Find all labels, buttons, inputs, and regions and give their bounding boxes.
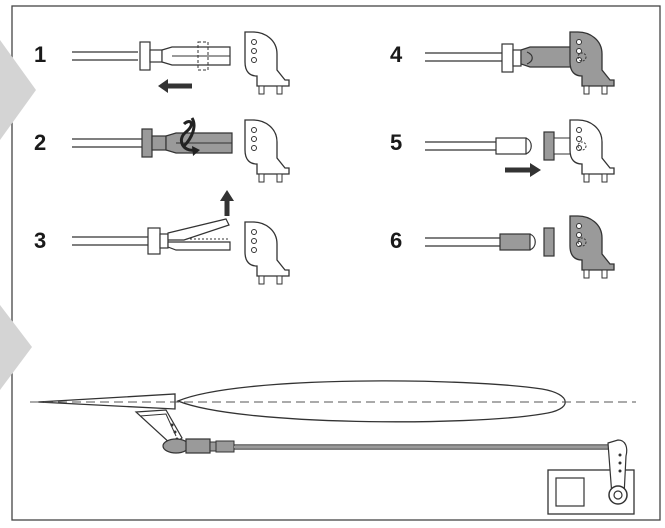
frame-border (11, 5, 661, 521)
guide-chevron-icon (0, 40, 36, 140)
step-number-4: 4 (390, 42, 403, 67)
step-5-illustration (425, 119, 615, 183)
step-number-3: 3 (34, 228, 47, 253)
step-number-5: 5 (390, 130, 403, 155)
step-number-6: 6 (390, 228, 403, 253)
wing-profile (176, 380, 566, 423)
rotate-icon (180, 117, 200, 156)
clevis (162, 438, 235, 454)
arrow-right-icon (505, 163, 541, 177)
arrow-up-icon (220, 190, 234, 216)
arrow-left-icon (158, 79, 192, 93)
step-2-illustration (72, 117, 290, 183)
servo (547, 439, 635, 515)
step-6-illustration (425, 215, 615, 279)
step-number-1: 1 (34, 42, 47, 67)
step-4-illustration (425, 31, 615, 95)
step-number-2: 2 (34, 130, 47, 155)
control-surface-assembly (30, 380, 636, 515)
step-1-illustration (72, 31, 290, 95)
guide-chevron-icon (0, 305, 32, 390)
step-3-illustration (72, 190, 290, 285)
servo-arm (607, 439, 628, 497)
